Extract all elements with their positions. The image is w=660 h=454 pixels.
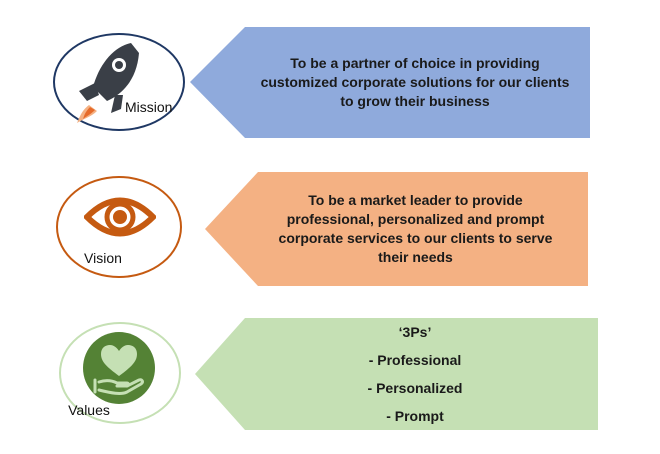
vision-label: Vision (84, 250, 122, 266)
vision-text: To be a market leader to provide profess… (278, 192, 553, 265)
values-line-3: - Personalized (367, 380, 463, 396)
values-circle: Values (59, 322, 181, 424)
mission-arrow-shape (190, 27, 590, 138)
vision-circle: Vision (56, 176, 182, 278)
values-line-1: ‘3Ps’ (398, 324, 432, 340)
mission-label: Mission (125, 99, 173, 115)
rocket-icon (77, 43, 139, 123)
mission-text-box: To be a partner of choice in providing c… (190, 27, 590, 138)
values-line-4: - Prompt (386, 408, 444, 424)
values-text-box: ‘3Ps’ - Professional - Personalized - Pr… (300, 318, 530, 430)
vision-text-box: To be a market leader to provide profess… (205, 172, 588, 286)
vision-arrow-shape (205, 172, 588, 286)
eye-icon (84, 197, 156, 237)
mission-circle: Mission (53, 33, 185, 131)
mission-text: To be a partner of choice in providing c… (260, 55, 570, 109)
values-line-2: - Professional (368, 352, 462, 368)
values-label: Values (68, 402, 110, 418)
heart-in-hand-icon (93, 345, 144, 395)
